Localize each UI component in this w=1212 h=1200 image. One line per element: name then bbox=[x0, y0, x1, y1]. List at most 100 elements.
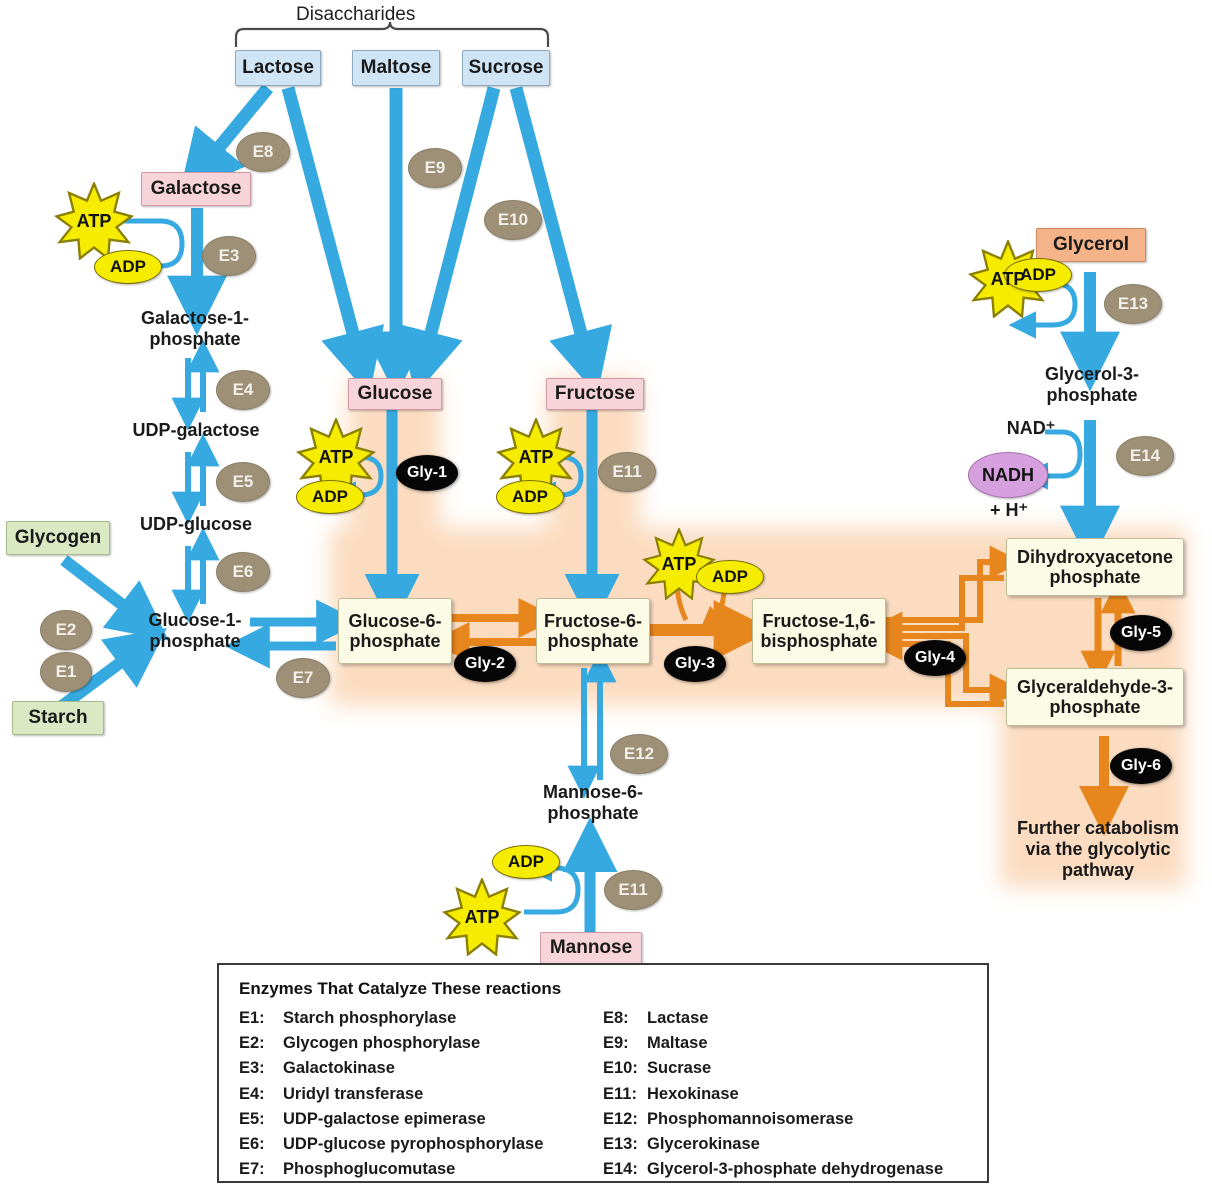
enzyme-marker-e10[interactable]: E10 bbox=[484, 200, 542, 240]
glycolysis-marker-gly6[interactable]: Gly-6 bbox=[1110, 748, 1172, 784]
enzyme-marker-e14[interactable]: E14 bbox=[1116, 436, 1174, 476]
node-udp-galactose: UDP-galactose bbox=[132, 420, 260, 440]
node-glucose[interactable]: Glucose bbox=[348, 378, 442, 410]
arrow-udpglc-g1p bbox=[171, 527, 220, 623]
atp-label: ATP bbox=[518, 446, 554, 467]
node-fructose-1-6-bisphosphate[interactable]: Fructose-1,6- bisphosphate bbox=[752, 598, 886, 664]
node-lactose[interactable]: Lactose bbox=[235, 50, 321, 86]
legend-row: E1: Starch phosphorylase bbox=[239, 1006, 603, 1031]
nad-plus-label: NAD⁺ bbox=[1006, 418, 1056, 438]
enzyme-marker-e11-mannose[interactable]: E11 bbox=[604, 870, 662, 910]
node-glycerol-3-phosphate: Glycerol-3- phosphate bbox=[1044, 364, 1140, 405]
legend-row: E12: Phosphomannoisomerase bbox=[603, 1107, 967, 1132]
legend-enzyme-code: E6: bbox=[239, 1135, 265, 1154]
node-glucose-6-phosphate[interactable]: Glucose-6- phosphate bbox=[338, 598, 452, 664]
enzyme-marker-e11-fructose[interactable]: E11 bbox=[598, 452, 656, 492]
atp-label: ATP bbox=[76, 210, 112, 231]
legend-enzyme-code: E3: bbox=[239, 1059, 265, 1078]
enzyme-marker-e2[interactable]: E2 bbox=[40, 610, 92, 650]
arrow-galactose-to-gal1p bbox=[113, 208, 227, 336]
enzyme-marker-e13[interactable]: E13 bbox=[1104, 284, 1162, 324]
node-glucose-1-phosphate: Glucose-1- phosphate bbox=[148, 610, 242, 651]
plus-h-label: + H⁺ bbox=[989, 500, 1028, 520]
glycolysis-marker-gly2[interactable]: Gly-2 bbox=[454, 646, 516, 682]
node-fructose[interactable]: Fructose bbox=[546, 378, 644, 410]
legend-enzyme-name: Lactase bbox=[647, 1009, 709, 1027]
legend-enzyme-code: E12: bbox=[603, 1109, 638, 1128]
glycolysis-marker-gly4[interactable]: Gly-4 bbox=[904, 640, 966, 676]
node-udp-glucose: UDP-glucose bbox=[139, 514, 253, 534]
enzyme-marker-e4[interactable]: E4 bbox=[216, 370, 270, 410]
node-dihydroxyacetone-phosphate[interactable]: Dihydroxyacetone phosphate bbox=[1006, 538, 1184, 596]
legend-enzyme-name: Hexokinase bbox=[647, 1084, 739, 1103]
nadh-oval: NADH bbox=[968, 452, 1048, 498]
atp-label: ATP bbox=[661, 553, 697, 574]
glycolysis-marker-gly1[interactable]: Gly-1 bbox=[396, 455, 458, 491]
arrow-udpgal-udpglc bbox=[171, 433, 220, 525]
arrow-g3p-to-dhap bbox=[1020, 420, 1120, 566]
glycolysis-marker-gly3[interactable]: Gly-3 bbox=[664, 646, 726, 682]
enzyme-marker-e9[interactable]: E9 bbox=[408, 148, 462, 188]
node-sucrose[interactable]: Sucrose bbox=[462, 50, 550, 86]
legend-enzyme-name: Phosphomannoisomerase bbox=[647, 1109, 854, 1128]
legend-row: E13:Glycerokinase bbox=[603, 1132, 967, 1157]
legend-enzyme-code: E8: bbox=[603, 1009, 629, 1027]
legend-row: E14: Glycerol-3-phosphate dehydrogenase bbox=[603, 1157, 967, 1182]
node-glycogen[interactable]: Glycogen bbox=[6, 521, 110, 555]
enzyme-marker-e7[interactable]: E7 bbox=[276, 658, 330, 698]
adp-oval-hexokinase-mannose: ADP bbox=[492, 845, 560, 879]
legend-row: E3: Galactokinase bbox=[239, 1056, 603, 1081]
atp-label: ATP bbox=[990, 268, 1026, 289]
arrow-mannose-to-m6p bbox=[524, 817, 618, 932]
legend-enzyme-name: Galactokinase bbox=[283, 1059, 395, 1078]
node-mannose-6-phosphate: Mannose-6- phosphate bbox=[542, 782, 643, 823]
legend-enzyme-code: E9: bbox=[603, 1034, 629, 1053]
legend-enzyme-code: E11: bbox=[603, 1084, 637, 1103]
node-glycerol[interactable]: Glycerol bbox=[1036, 228, 1146, 262]
legend-row: E10:Sucrase bbox=[603, 1056, 967, 1081]
legend-row: E5:UDP-galactose epimerase bbox=[239, 1107, 603, 1132]
legend-enzyme-code: E4: bbox=[239, 1084, 265, 1103]
disaccharides-title: Disaccharides bbox=[296, 4, 416, 25]
legend-enzyme-name: Maltase bbox=[647, 1034, 708, 1053]
enzyme-marker-e6[interactable]: E6 bbox=[216, 552, 270, 592]
adp-oval-hexokinase-fructose: ADP bbox=[496, 480, 564, 514]
legend-row: E6: UDP-glucose pyrophosphorylase bbox=[239, 1132, 603, 1157]
arrow-g1p-g6p bbox=[224, 599, 362, 669]
legend-enzyme-name: Starch phosphorylase bbox=[283, 1009, 457, 1027]
enzyme-marker-e5[interactable]: E5 bbox=[216, 462, 270, 502]
atp-label: ATP bbox=[318, 446, 354, 467]
arrow-gal1p-udpgal bbox=[171, 339, 220, 431]
legend-enzyme-code: E1: bbox=[239, 1009, 265, 1027]
node-glyceraldehyde-3-phosphate[interactable]: Glyceraldehyde-3- phosphate bbox=[1006, 668, 1184, 726]
node-galactose[interactable]: Galactose bbox=[141, 172, 251, 206]
legend-enzyme-code: E14: bbox=[603, 1160, 638, 1179]
enzyme-marker-e1[interactable]: E1 bbox=[40, 652, 92, 692]
legend-enzyme-code: E10: bbox=[603, 1059, 638, 1078]
node-maltose[interactable]: Maltose bbox=[352, 50, 440, 86]
legend-row: E8: Lactase bbox=[603, 1006, 967, 1031]
enzyme-marker-e8[interactable]: E8 bbox=[236, 132, 290, 172]
legend-enzyme-name: Phosphoglucomutase bbox=[283, 1160, 456, 1179]
arrow-starch-to-g1p bbox=[58, 627, 167, 711]
adp-oval-gly3: ADP bbox=[696, 560, 764, 594]
legend-row: E7:Phosphoglucomutase bbox=[239, 1157, 603, 1182]
legend-enzyme-code: E13: bbox=[603, 1135, 638, 1154]
node-fructose-6-phosphate[interactable]: Fructose-6- phosphate bbox=[536, 598, 650, 664]
atp-label: ATP bbox=[464, 906, 500, 927]
arrow-f6p-mannose6p bbox=[567, 649, 617, 799]
legend-row: E2:Glycogen phosphorylase bbox=[239, 1031, 603, 1056]
node-mannose[interactable]: Mannose bbox=[540, 932, 642, 964]
legend-enzyme-name: UDP-glucose pyrophosphorylase bbox=[283, 1135, 544, 1154]
arrow-sucrose-split bbox=[399, 86, 613, 396]
legend-enzyme-name: Glycerol-3-phosphate dehydrogenase bbox=[647, 1160, 944, 1179]
glycolysis-marker-gly5[interactable]: Gly-5 bbox=[1110, 615, 1172, 651]
node-starch[interactable]: Starch bbox=[12, 701, 104, 735]
legend-enzyme-name: Glycogen phosphorylase bbox=[283, 1034, 481, 1053]
adp-oval-glycerokinase: ADP bbox=[1004, 258, 1072, 292]
enzyme-marker-e3[interactable]: E3 bbox=[202, 236, 256, 276]
enzyme-marker-e12[interactable]: E12 bbox=[610, 734, 668, 774]
